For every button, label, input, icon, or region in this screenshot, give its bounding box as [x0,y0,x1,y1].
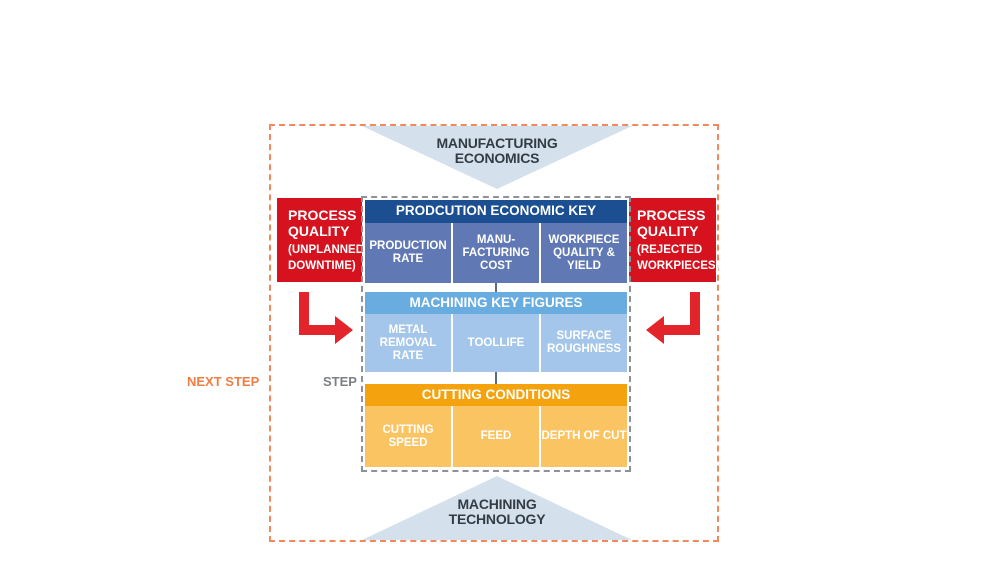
process-quality-downtime-panel: PROCESS QUALITY (UNPLANNED DOWNTIME) [277,198,365,282]
left-panel-line2: QUALITY [288,223,350,239]
cutting-speed-cell: CUTTING SPEED [365,406,451,467]
connector-machining-cutting [495,372,497,384]
step-label: STEP [323,374,357,389]
top-triangle-line1: MANUFACTURING [436,135,558,151]
surface-roughness-cell: SURFACE ROUGHNESS [541,314,627,372]
right-arrow-icon [646,292,700,344]
left-arrow-icon [299,292,353,344]
connector-economic-machining [495,283,497,292]
surface-roughness-line1: SURFACE [556,330,612,342]
metal-removal-line1: METAL [388,323,428,336]
workpiece-quality-line3: YIELD [567,259,601,272]
manufacturing-cost-line1: MANU- [476,233,516,246]
manufacturing-cost-line2: FACTURING [462,246,530,259]
right-panel-line1: PROCESS [637,207,706,223]
workpiece-quality-line1: WORKPIECE [548,233,620,246]
right-panel-line2: QUALITY [637,223,699,239]
outer-dashed-frame [269,124,719,542]
right-panel-line4: WORKPIECES) [637,260,720,272]
top-triangle [362,126,632,189]
inner-dashed-frame [361,196,631,472]
right-panel-line3: (REJECTED [637,244,703,256]
toollife-line1: TOOLLIFE [467,336,525,349]
manufacturing-cost-line3: COST [480,259,512,272]
manufacturing-cost-cell: MANU- FACTURING COST [453,223,539,283]
cutting-header: CUTTING CONDITIONS [365,384,627,406]
workpiece-quality-line2: QUALITY & [553,246,615,259]
metal-removal-rate-cell: METAL REMOVAL RATE [365,314,451,372]
production-rate-cell: PRODUCTION RATE [365,223,451,283]
left-panel-line4: DOWNTIME) [288,260,356,272]
bottom-triangle-line2: TECHNOLOGY [448,511,546,527]
surface-roughness-line2: ROUGHNESS [546,343,622,355]
feed-cell: FEED [453,406,539,467]
machining-header: MACHINING KEY FIGURES [365,292,627,314]
depth-of-cut-cell: DEPTH OF CUT [541,406,627,467]
toollife-cell: TOOLLIFE [453,314,539,372]
production-rate-line2: RATE [392,253,424,265]
production-rate-line1: PRODUCTION [369,240,447,252]
top-triangle-label: MANUFACTURING ECONOMICS [412,136,582,166]
left-panel-line3: (UNPLANNED [288,244,365,256]
next-step-label: NEXT STEP [187,374,260,389]
bottom-triangle-line1: MACHINING [457,496,537,512]
bottom-triangle [362,476,632,540]
bottom-triangle-label: MACHINING TECHNOLOGY [412,497,582,527]
top-triangle-line2: ECONOMICS [454,150,540,166]
metal-removal-line2: REMOVAL RATE [379,336,437,362]
workpiece-quality-cell: WORKPIECE QUALITY & YIELD [541,223,627,283]
economic-header: PRODCUTION ECONOMIC KEY FIGURES [365,200,627,240]
left-panel-line1: PROCESS [288,207,357,223]
process-quality-rejected-panel: PROCESS QUALITY (REJECTED WORKPIECES) [629,198,720,282]
